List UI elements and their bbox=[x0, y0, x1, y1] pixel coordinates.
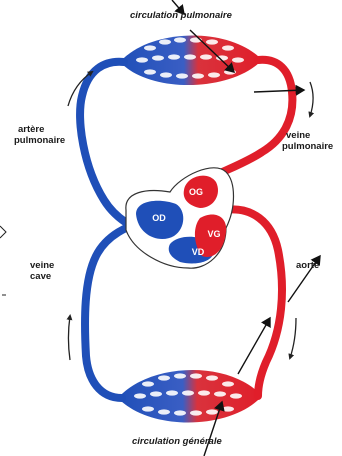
chamber-od: OD bbox=[152, 213, 166, 223]
chamber-vd: VD bbox=[192, 247, 205, 257]
label-veine-cave-line1: veine bbox=[30, 260, 54, 271]
flow-arrow-vena-cava bbox=[69, 316, 71, 360]
label-veine-cave: veine cave bbox=[30, 260, 54, 282]
label-artere-pulmonaire: artère pulmonaire bbox=[14, 124, 65, 146]
label-veine-pulmonaire: veine pulmonaire bbox=[282, 130, 333, 152]
heart: OG OD VG VD bbox=[126, 168, 234, 268]
chamber-vg: VG bbox=[207, 229, 220, 239]
label-aorte: aorte bbox=[296, 260, 319, 271]
label-artere-line2: pulmonaire bbox=[14, 135, 65, 146]
aorta bbox=[224, 209, 282, 396]
pulmonary-capillaries bbox=[120, 35, 262, 85]
label-veine-pulm-line1: veine bbox=[282, 130, 333, 141]
edge-arrow-mark bbox=[0, 226, 6, 238]
flow-arrow-aorta bbox=[290, 318, 296, 358]
annotation-arrow-3 bbox=[254, 90, 304, 92]
chamber-og: OG bbox=[189, 187, 203, 197]
label-circulation-generale: circulation générale bbox=[132, 436, 222, 447]
label-veine-pulm-line2: pulmonaire bbox=[282, 141, 333, 152]
label-veine-cave-line2: cave bbox=[30, 271, 54, 282]
label-circulation-pulmonaire: circulation pulmonaire bbox=[130, 10, 232, 21]
flow-arrow-pulmonary-vein bbox=[310, 82, 313, 116]
systemic-capillaries bbox=[118, 370, 262, 423]
label-artere-line1: artère bbox=[14, 124, 65, 135]
